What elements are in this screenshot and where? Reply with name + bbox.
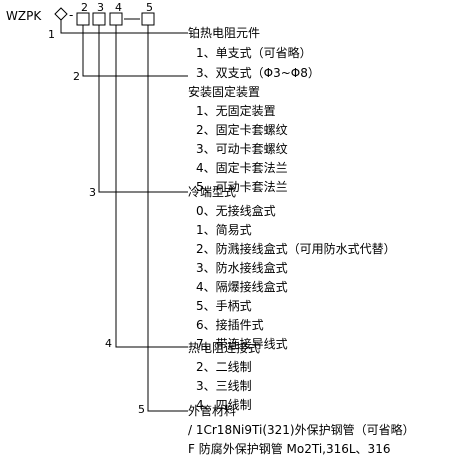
option-mounting-5: 5、可动卡套法兰: [196, 180, 288, 194]
option-sheath-slash: / 1Cr18Ni9Ti(321)外保护钢管（可省略）: [188, 422, 415, 437]
option-sheath-f: F 防腐外保护钢管 Mo2Ti,316L、316: [188, 441, 390, 456]
group-index-2: 2: [73, 70, 80, 83]
position-label-4: 4: [115, 1, 122, 14]
group-index-4: 4: [105, 337, 112, 350]
diamond-marker-icon: [54, 7, 68, 21]
group-title-mounting: 安装固定装置: [188, 84, 260, 99]
group-index-3: 3: [89, 186, 96, 199]
option-wiring-3: 3、三线制: [196, 379, 252, 393]
option-element-2: 3、双支式（Φ3~Φ8）: [196, 66, 320, 80]
option-cold-end-2: 2、防溅接线盒式（可用防水式代替）: [196, 241, 396, 256]
model-code: WZPK: [6, 9, 42, 23]
position-label-5: 5: [146, 1, 153, 14]
position-label-2: 2: [81, 1, 88, 14]
option-mounting-2: 2、固定卡套螺纹: [196, 122, 288, 137]
option-cold-end-7: 7、带连接导线式: [196, 336, 288, 351]
code-box-4: [109, 12, 123, 26]
option-cold-end-0: 0、无接线盒式: [196, 203, 276, 218]
option-wiring-4: 4、四线制: [196, 398, 252, 412]
position-label-1: 1: [48, 28, 55, 41]
connector-2: [82, 25, 188, 77]
option-mounting-1: 1、无固定装置: [196, 103, 276, 118]
position-label-3: 3: [97, 1, 104, 14]
connector-4: [115, 25, 188, 348]
group-title-sheath: 外管材料: [188, 403, 236, 418]
code-separator: -: [69, 8, 73, 22]
group-index-5: 5: [138, 403, 145, 416]
code-box-3: [92, 12, 106, 26]
option-cold-end-5: 5、手柄式: [196, 299, 252, 313]
code-box-2: [76, 12, 90, 26]
connector-1: [60, 20, 188, 34]
group-title-wiring: 热电阻连接式: [188, 340, 260, 355]
option-cold-end-1: 1、简易式: [196, 223, 252, 237]
option-mounting-3: 3、可动卡套螺纹: [196, 142, 288, 156]
option-wiring-2: 2、二线制: [196, 360, 252, 374]
option-element-1: 1、单支式（可省略）: [196, 45, 312, 60]
option-cold-end-4: 4、隔爆接线盒式: [196, 279, 288, 294]
code-box-5: [141, 12, 155, 26]
option-cold-end-3: 3、防水接线盒式: [196, 260, 288, 275]
connector-3: [98, 25, 188, 193]
group-title-cold-end: 冷端型式: [188, 185, 236, 199]
connector-5: [147, 25, 188, 412]
option-mounting-4: 4、固定卡套法兰: [196, 160, 288, 175]
group-title-element: 铂热电阻元件: [188, 25, 260, 40]
option-cold-end-6: 6、接插件式: [196, 317, 264, 332]
